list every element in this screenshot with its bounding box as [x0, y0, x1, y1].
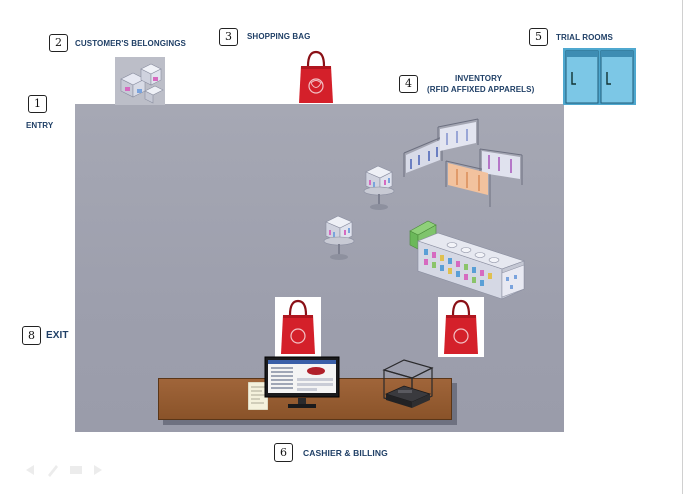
shopping-bag-box-1 — [275, 297, 321, 357]
shopping-bag-icon — [299, 50, 333, 103]
receipt-icon — [248, 382, 268, 410]
belongings-label: CUSTOMER'S BELONGINGS — [75, 39, 186, 48]
computer-terminal-icon — [264, 356, 340, 408]
cashier-label: CASHIER & BILLING — [303, 448, 388, 458]
page-edge-line — [682, 0, 683, 494]
inventory-label: INVENTORY — [455, 74, 503, 83]
inventory-number: 4 — [399, 75, 418, 93]
round-display-icon — [363, 165, 395, 210]
pen-icon[interactable] — [48, 465, 58, 477]
trial-rooms-icon — [563, 48, 636, 105]
entry-label: ENTRY — [26, 121, 54, 130]
cashier-number: 6 — [274, 443, 293, 462]
shopping-bag-number: 3 — [219, 28, 238, 46]
shopping-bag-icon — [444, 299, 478, 354]
shopping-bag-icon — [281, 299, 315, 354]
rfid-reader-icon — [382, 359, 434, 408]
exit-number: 8 — [22, 326, 41, 345]
slide-controls[interactable] — [22, 462, 108, 478]
menu-icon[interactable] — [70, 466, 82, 474]
round-display-icon-2 — [323, 215, 355, 260]
belongings-boxes-icon — [115, 57, 165, 105]
belongings-number: 2 — [49, 34, 68, 52]
shopping-bag-box-2 — [438, 297, 484, 357]
shopping-bag-label: SHOPPING BAG — [247, 32, 311, 41]
previous-icon[interactable] — [26, 465, 34, 475]
next-icon[interactable] — [94, 465, 102, 475]
inventory-sublabel: (RFID AFFIXED APPARELS) — [427, 85, 535, 94]
exit-label: EXIT — [46, 330, 69, 341]
trial-rooms-number: 5 — [529, 28, 548, 46]
entry-number: 1 — [28, 95, 47, 113]
clothing-rack-icon — [403, 118, 523, 207]
trial-rooms-label: TRIAL ROOMS — [556, 33, 613, 42]
display-shelf-icon — [409, 220, 525, 300]
